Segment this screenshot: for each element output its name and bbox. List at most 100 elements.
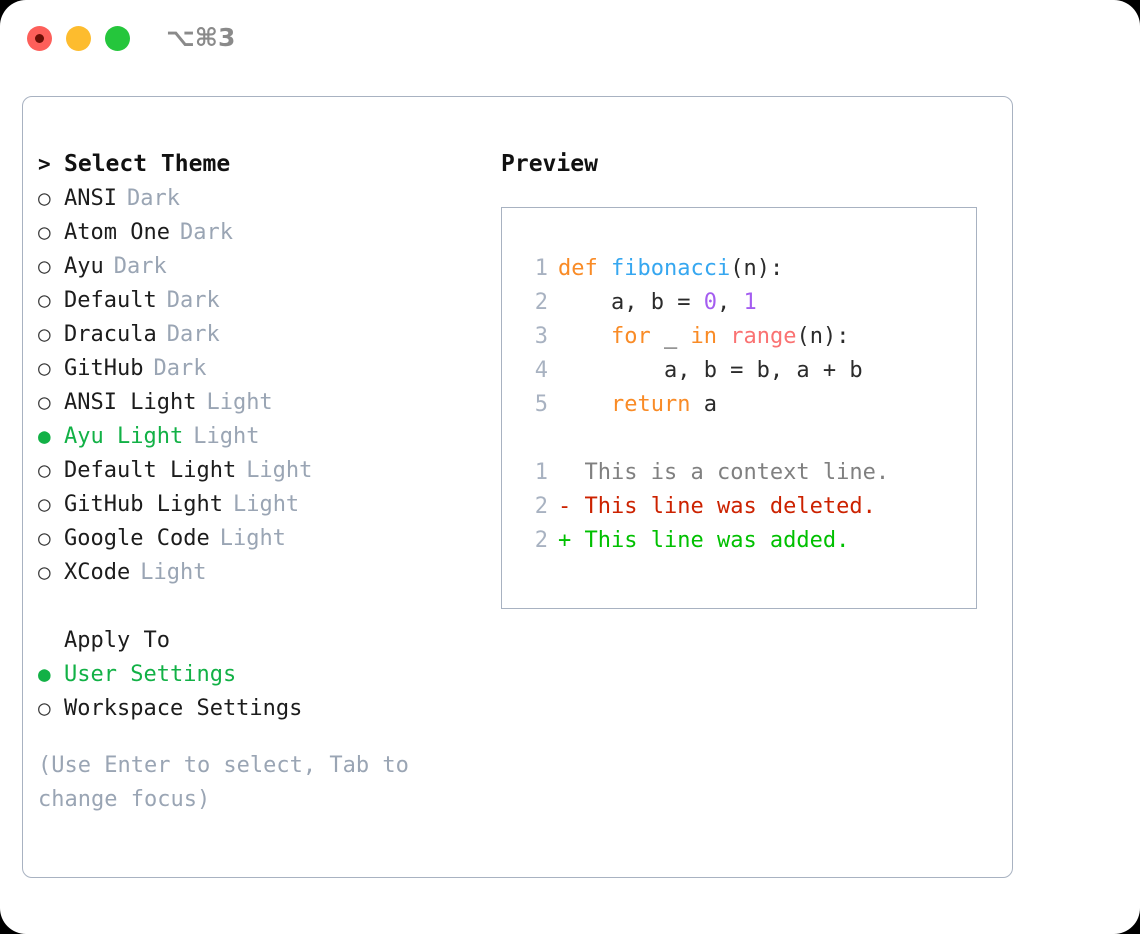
apply-to-title: Apply To: [64, 628, 170, 653]
theme-variant-badge: Light: [193, 424, 260, 449]
radio-unselected-icon: ○: [38, 560, 51, 584]
radio-unselected-icon: ○: [38, 186, 51, 210]
code-token: [558, 392, 611, 417]
code-token: fibonacci: [610, 256, 731, 281]
theme-variant-badge: Dark: [179, 220, 233, 245]
theme-variant-badge: Light: [246, 458, 313, 483]
radio-unselected-icon: ○: [38, 356, 51, 380]
theme-variant-badge: Light: [219, 526, 286, 551]
diff-sign: +: [558, 528, 585, 553]
code-line: 4 a, b = b, a + b: [502, 354, 976, 388]
code-token: ,: [716, 290, 744, 315]
theme-variant-badge: Dark: [126, 186, 180, 211]
theme-name: Ayu Light: [64, 424, 184, 449]
code-token: return: [610, 392, 691, 417]
theme-list-item[interactable]: ○ Ayu Dark: [38, 249, 498, 283]
radio-unselected-icon: ○: [38, 220, 51, 244]
code-token: (n):: [730, 256, 784, 281]
blank-marker-icon: ○: [38, 623, 64, 657]
radio-selected-icon: ●: [38, 424, 51, 448]
line-number: 3: [534, 324, 548, 349]
theme-name: GitHub: [64, 356, 144, 381]
theme-variant-badge: Light: [206, 390, 273, 415]
keyboard-shortcut-label: ⌥⌘3: [166, 23, 236, 52]
close-button[interactable]: [27, 26, 52, 51]
line-number: 2: [534, 494, 548, 519]
apply-to-label: User Settings: [64, 662, 237, 687]
diff-text: This is a context line.: [584, 460, 890, 485]
zoom-button[interactable]: [105, 26, 130, 51]
apply-to-list: ● User Settings ○Workspace Settings: [38, 657, 498, 725]
minimize-button[interactable]: [66, 26, 91, 51]
theme-list-item[interactable]: ○ ANSI Dark: [38, 181, 498, 215]
theme-variant-badge: Light: [232, 492, 300, 517]
apply-to-title-row: ○Apply To: [38, 623, 498, 657]
code-token: _: [650, 324, 691, 349]
code-diff-separator: [502, 422, 976, 456]
radio-selected-icon: ●: [38, 662, 51, 686]
theme-name: Ayu: [64, 254, 104, 279]
keyboard-hint: (Use Enter to select, Tab to change focu…: [38, 753, 423, 812]
code-token: 1: [743, 290, 757, 315]
diff-line: 2- This line was deleted.: [502, 490, 976, 524]
theme-name: ANSI Light: [64, 390, 197, 415]
code-token: a, b =: [558, 290, 704, 315]
line-number: 2: [534, 290, 548, 315]
diff-text: This line was deleted.: [584, 494, 876, 519]
theme-variant-badge: Dark: [113, 254, 167, 279]
window-controls: [27, 26, 130, 51]
theme-list-item[interactable]: ● Ayu Light Light: [38, 419, 498, 453]
title-bar: ⌥⌘3: [0, 0, 1140, 78]
theme-list-item[interactable]: ○ Atom One Dark: [38, 215, 498, 249]
diff-sample: 1 This is a context line.2- This line wa…: [502, 456, 976, 558]
theme-name: Dracula: [64, 322, 157, 347]
theme-name: Atom One: [64, 220, 170, 245]
line-number: 1: [534, 460, 548, 485]
code-token: a: [690, 392, 717, 417]
theme-name: ANSI: [64, 186, 117, 211]
radio-unselected-icon: ○: [38, 254, 51, 278]
code-token: [558, 324, 611, 349]
page-title: Select Theme: [64, 151, 231, 177]
code-line: 2 a, b = 0, 1: [502, 286, 976, 320]
theme-name: GitHub Light: [64, 492, 223, 517]
diff-line: 2 + This line was added.: [502, 524, 976, 558]
radio-unselected-icon: ○: [38, 322, 51, 346]
theme-list-item[interactable]: ○ Default Light Light: [38, 453, 498, 487]
diff-sign: [558, 460, 585, 485]
code-token: 0: [703, 290, 717, 315]
diff-line: 1 This is a context line.: [502, 456, 976, 490]
line-number: 1: [534, 256, 548, 281]
diff-text: This line was added.: [584, 528, 850, 553]
apply-to-option[interactable]: ○Workspace Settings: [38, 691, 498, 725]
select-theme-heading: >Select Theme: [38, 147, 498, 181]
code-token: a, b = b, a + b: [558, 358, 863, 383]
theme-name: Default: [64, 288, 157, 313]
theme-variant-badge: Dark: [166, 288, 220, 313]
apply-to-option[interactable]: ● User Settings: [38, 657, 498, 691]
code-token: (n):: [796, 324, 850, 349]
theme-name: Google Code: [64, 526, 210, 551]
theme-variant-badge: Light: [140, 560, 207, 585]
radio-unselected-icon: ○: [38, 458, 51, 482]
line-number: 2: [534, 528, 548, 553]
radio-unselected-icon: ○: [38, 696, 51, 720]
code-token: [717, 324, 730, 349]
line-number: 4: [534, 358, 548, 383]
theme-name: Default Light: [64, 458, 237, 483]
